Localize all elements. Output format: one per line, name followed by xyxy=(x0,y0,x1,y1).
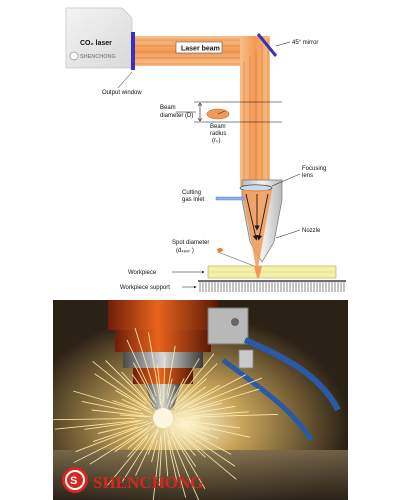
workpiece-support xyxy=(198,280,346,292)
laser-beam-label: Laser beam xyxy=(181,46,220,53)
focusing-head xyxy=(239,179,283,268)
mirror xyxy=(256,33,278,57)
output-window xyxy=(131,32,135,70)
nozzle-label: Nozzle xyxy=(302,228,321,234)
sparks xyxy=(53,327,278,500)
beam-radius-label-2: radius xyxy=(210,131,226,137)
workpiece-support-label: Workpiece support xyxy=(120,285,170,291)
spot-diameter-label-1: Spot diameter xyxy=(172,240,209,246)
spot-indicator xyxy=(217,248,223,252)
spot-leader xyxy=(217,251,255,267)
focusing-lens-leader xyxy=(271,173,301,187)
beam-radius-label-3: (r₀) xyxy=(212,138,220,144)
blue-hoses xyxy=(221,337,341,442)
focusing-lens-label-1: Focusing xyxy=(302,166,326,172)
cutting-gas-label-2: gas inlet xyxy=(182,197,205,203)
co2-laser-label: CO₂ laser xyxy=(80,40,112,47)
kerf xyxy=(254,266,262,278)
vertical-beam xyxy=(240,36,270,186)
brand-logo-small: SHENCHONG xyxy=(69,51,116,61)
laser-cutting-diagram: CO₂ laser SHENCHONG Laser beam 45° mirro… xyxy=(65,7,346,292)
mirror-label: 45° mirror xyxy=(292,40,318,46)
workpiece-label: Workpiece xyxy=(128,270,157,276)
beam-diameter-label-1: Beam xyxy=(160,105,176,111)
beam-radius-indicator: Beam radius (r₀) xyxy=(206,108,230,144)
brand-label: SHENCHONG xyxy=(93,473,204,492)
cutting-photo-illustration: S SHENCHONG xyxy=(53,300,348,500)
cutting-gas-label-1: Cutting xyxy=(182,190,201,196)
focusing-lens-label-2: lens xyxy=(302,173,313,179)
brand-logo: S SHENCHONG xyxy=(62,467,204,493)
gas-inlet: Cutting gas inlet xyxy=(182,190,245,203)
brand-small-label: SHENCHONG xyxy=(80,54,116,60)
beam-dimension: Beam diameter (D) xyxy=(160,101,282,123)
svg-text:S: S xyxy=(70,475,77,487)
spot-diameter-label-2: (dₛₚₒₜ ) xyxy=(176,248,194,254)
output-window-leader xyxy=(117,71,133,89)
mirror-leader xyxy=(275,41,291,47)
laser-beam-label-box xyxy=(175,41,223,54)
cutting-point-glow xyxy=(153,408,173,428)
beam-diameter-label-2: diameter (D) xyxy=(160,113,193,119)
workpiece xyxy=(207,265,337,279)
beam-radius-label-1: Beam xyxy=(210,124,226,130)
nozzle-leader xyxy=(275,229,301,239)
output-window-label: Output window xyxy=(102,90,142,96)
cutting-photo: S SHENCHONG xyxy=(53,300,348,500)
co2-laser-box: CO₂ laser SHENCHONG xyxy=(65,7,133,69)
